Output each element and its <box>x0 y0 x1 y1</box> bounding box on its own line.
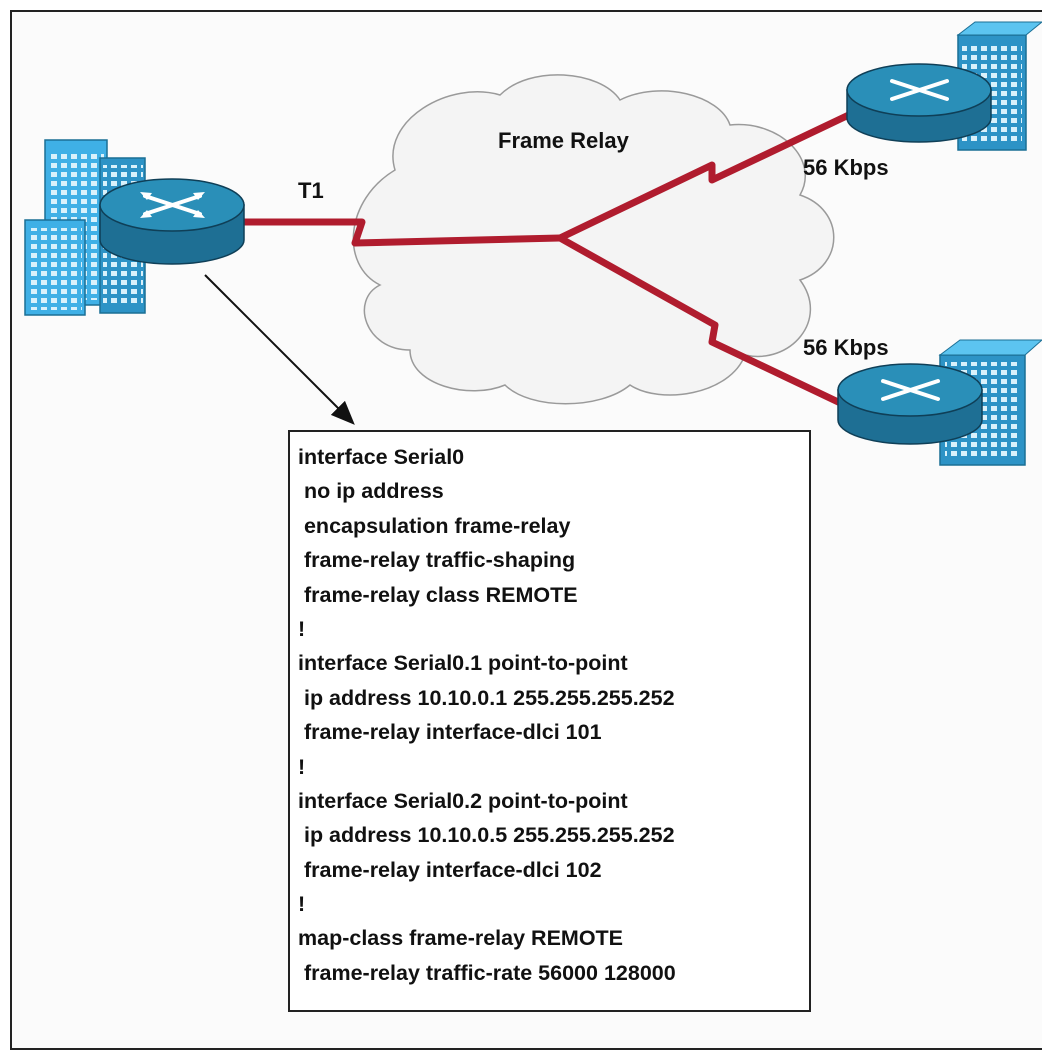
config-line: interface Serial0.2 point-to-point <box>298 788 628 813</box>
config-line: interface Serial0 <box>298 445 465 469</box>
t1-link <box>243 218 561 247</box>
arrow-icon <box>204 274 355 425</box>
config-line: frame-relay interface-dlci 102 <box>298 857 602 882</box>
config-line: frame-relay class REMOTE <box>298 582 578 607</box>
config-line: ! <box>298 754 306 779</box>
speed-label-top: 56 Kbps <box>803 155 889 180</box>
config-line: map-class frame-relay REMOTE <box>298 926 624 951</box>
config-line: ip address 10.10.0.1 255.255.255.252 <box>298 685 675 710</box>
config-line: interface Serial0.1 point-to-point <box>298 651 628 676</box>
config-line: ! <box>298 616 306 641</box>
frame-relay-links <box>243 108 857 414</box>
t1-label: T1 <box>298 178 324 203</box>
config-line: encapsulation frame-relay <box>298 513 571 538</box>
config-line: ! <box>298 892 306 917</box>
router-config-box: interface Serial0 no ip address encapsul… <box>288 430 811 1012</box>
config-line: frame-relay traffic-shaping <box>298 548 576 573</box>
link-to-bottom-router <box>558 234 857 414</box>
config-line: ip address 10.10.0.5 255.255.255.252 <box>298 823 675 848</box>
config-line: no ip address <box>298 479 444 504</box>
speed-label-bottom: 56 Kbps <box>803 335 889 360</box>
router-icon <box>99 178 245 265</box>
link-to-top-router <box>558 108 857 242</box>
router-icon <box>837 363 983 445</box>
cloud-label: Frame Relay <box>498 128 629 153</box>
config-line: frame-relay traffic-rate 56000 128000 <box>298 960 676 985</box>
router-icon <box>846 63 992 143</box>
config-line: frame-relay interface-dlci 101 <box>298 720 602 745</box>
